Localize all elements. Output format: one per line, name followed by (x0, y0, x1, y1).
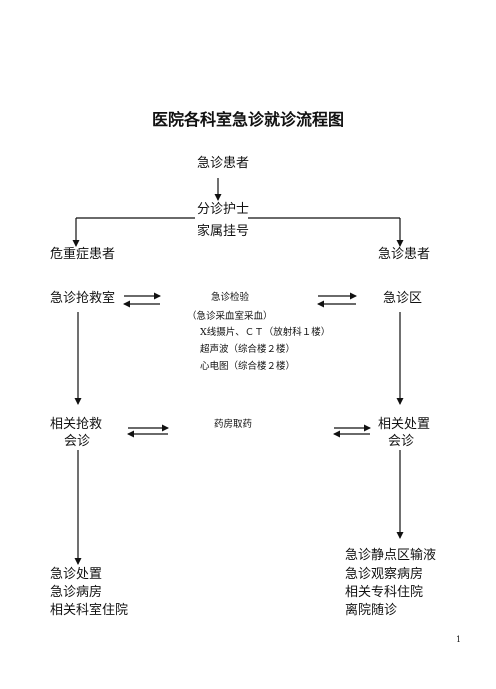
node-emergency-patient: 急诊患者 (378, 247, 431, 262)
node-exam-title: 急诊检验 (211, 292, 250, 303)
page-number: 1 (456, 635, 462, 644)
node-resus-room: 急诊抢救室 (50, 291, 116, 306)
exam-item: 超声波（综合楼２楼） (200, 344, 296, 355)
right-outcome: 急诊静点区输液 (345, 548, 437, 563)
page-title: 医院各科室急诊就诊流程图 (151, 110, 344, 129)
right-outcome: 相关专科住院 (345, 585, 424, 600)
exam-item: 心电图（综合楼２楼） (200, 361, 296, 372)
node-triage-nurse: 分诊护士 (197, 202, 250, 217)
exam-item: （急诊采血室采血） (187, 311, 273, 322)
left-outcome: 急诊病房 (50, 585, 103, 600)
node-treatment-consult-line1: 相关处置 (378, 417, 431, 432)
left-outcome: 急诊处置 (50, 567, 103, 582)
node-patient: 急诊患者 (197, 156, 250, 171)
right-outcome: 急诊观察病房 (345, 567, 424, 582)
node-family-register: 家属挂号 (197, 224, 250, 239)
node-pharmacy: 药房取药 (214, 419, 253, 430)
node-rescue-consult-line1: 相关抢救 (50, 417, 103, 432)
right-outcome: 离院随诊 (345, 603, 398, 618)
node-treatment-consult-line2: 会诊 (388, 434, 415, 449)
node-emergency-area: 急诊区 (383, 291, 423, 306)
left-outcome: 相关科室住院 (50, 603, 129, 618)
node-rescue-consult-line2: 会诊 (64, 434, 91, 449)
exam-item: X线摄片、ＣＴ（放射科１楼） (200, 327, 331, 338)
node-critical-patient: 危重症患者 (50, 247, 116, 262)
